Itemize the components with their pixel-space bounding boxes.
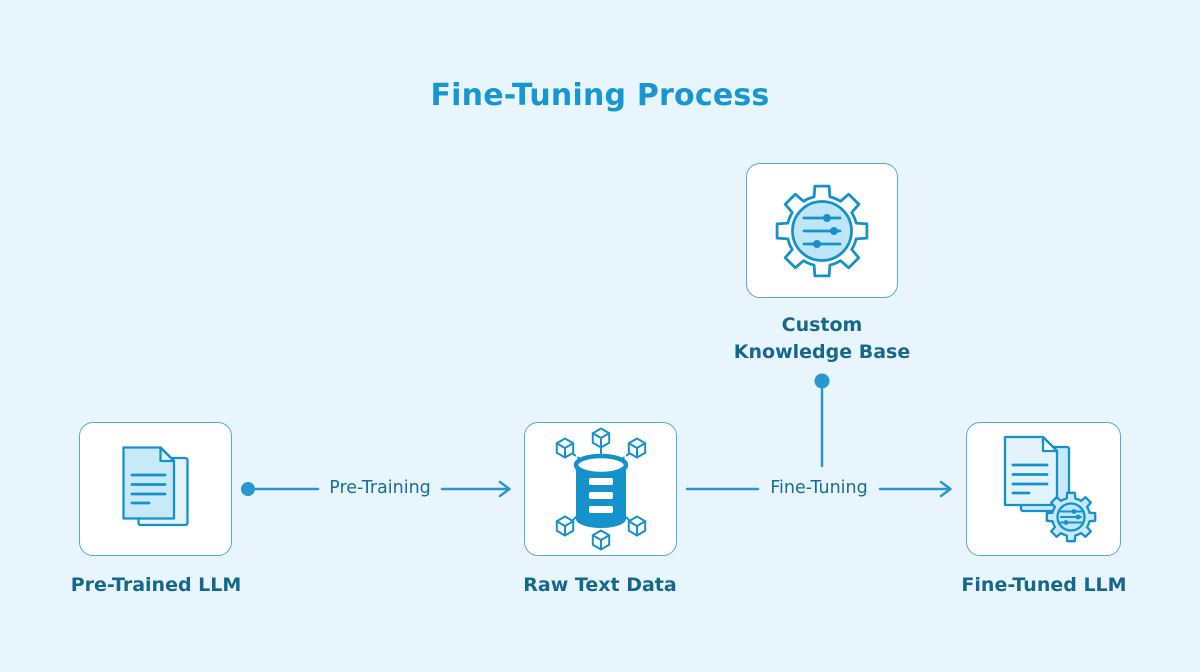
node-card-custom-knowledge-base xyxy=(746,163,898,298)
edge-label-pre-training: Pre-Training xyxy=(329,478,431,498)
database-with-cubes-icon xyxy=(555,427,646,551)
node-card-pre-trained-llm xyxy=(79,422,232,556)
node-card-raw-text-data xyxy=(524,422,677,556)
node-label-line: Knowledge Base xyxy=(733,341,911,363)
node-label-fine-tuned-llm: Fine-Tuned LLM xyxy=(961,574,1127,596)
node-label-line: Custom xyxy=(781,314,863,336)
stacked-documents-icon xyxy=(121,446,189,527)
gear-sliders-icon xyxy=(775,184,869,277)
knowledge-base-dot xyxy=(814,373,830,389)
documents-with-gear-icon xyxy=(1003,435,1096,543)
node-label-pre-trained-llm: Pre-Trained LLM xyxy=(70,574,242,596)
node-label-raw-text-data: Raw Text Data xyxy=(523,574,677,596)
fine-tuning-arrowhead-icon xyxy=(939,480,952,498)
pre-training-arrowhead-icon xyxy=(498,480,511,498)
cube-link-upper-right xyxy=(620,452,631,460)
cube-link-upper-left xyxy=(570,452,581,460)
pre-training-start-dot xyxy=(241,482,255,496)
page-title: Fine-Tuning Process xyxy=(430,78,770,113)
edge-label-fine-tuning: Fine-Tuning xyxy=(770,478,868,498)
node-label-custom-knowledge-base: Custom Knowledge Base xyxy=(697,312,947,366)
node-card-fine-tuned-llm xyxy=(966,422,1121,556)
